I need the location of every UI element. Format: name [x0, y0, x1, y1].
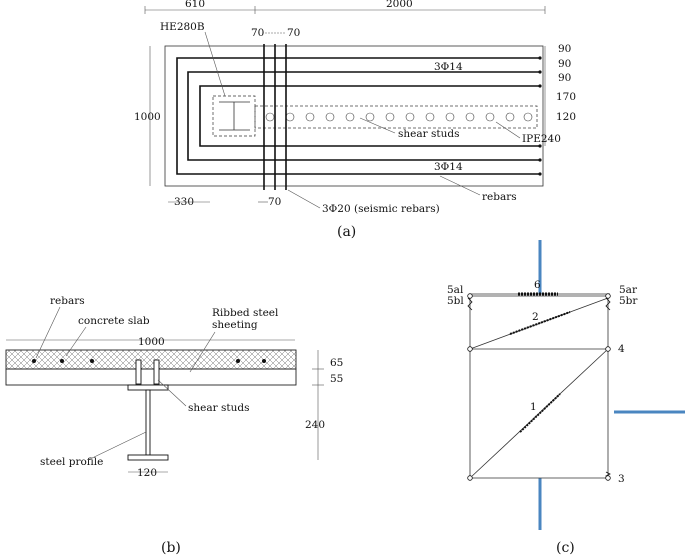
rebar-loop-inner [199, 85, 540, 147]
shear-studs-b-label: shear studs [188, 402, 249, 414]
rebar-end [538, 84, 542, 88]
sheeting-leader [189, 331, 216, 373]
node-5bl-label: 5bl [447, 295, 464, 307]
steel-profile-label: steel profile [40, 456, 103, 468]
rebar-loop-middle [187, 71, 540, 161]
caption-b: (b) [161, 540, 181, 556]
node-6-label: 6 [534, 279, 541, 291]
ipe240-leader [495, 121, 521, 139]
figure-a-plan: 610 2000 HE280B 70 [134, 0, 576, 240]
steel-profile-web [145, 389, 151, 456]
steel-profile-bottom-flange [127, 454, 169, 461]
slab-outline [164, 45, 544, 187]
sheeting-label-1: Ribbed steel [212, 307, 279, 319]
rebars-b-leader [35, 306, 61, 359]
rebar-end [538, 70, 542, 74]
sheeting-label-2: sheeting [212, 319, 258, 331]
node-5al-label: 5al [447, 284, 464, 296]
rebar-end [538, 144, 542, 148]
slab-rebars [32, 359, 266, 363]
rebars-a-label: rebars [482, 191, 517, 203]
rebar-loop-outer [176, 57, 540, 175]
concrete-slab [5, 349, 297, 370]
rebars-b-label: rebars [50, 295, 85, 307]
shear-stud-1 [135, 359, 142, 385]
rebar-end [538, 172, 542, 176]
rebar-bottom-label: 3Φ14 [434, 161, 463, 173]
shear-studs-leader [359, 117, 396, 134]
shear-studs-b-leader [157, 379, 187, 407]
dim-right-120: 120 [556, 111, 576, 123]
he280b-profile [219, 101, 250, 131]
node-5br-label: 5br [619, 295, 638, 307]
steel-profile-leader [87, 431, 147, 461]
nodes [467, 293, 611, 481]
node-5ar-label: 5ar [619, 284, 638, 296]
dim-1000-b-label: 1000 [138, 336, 165, 348]
he280b-leader [204, 31, 226, 97]
caption-a: (a) [337, 224, 356, 240]
ipe240-beam [254, 105, 538, 129]
dim-right-170: 170 [556, 91, 576, 103]
dim-240-label: 240 [305, 419, 325, 431]
concrete-slab-leader [65, 326, 87, 357]
node-3-label: 3 [618, 473, 625, 485]
dim-70-bottom-label: 70 [268, 196, 281, 208]
dim-55-label: 55 [330, 373, 343, 385]
diagonal-2-spring [509, 311, 571, 335]
dim-70-b-label: 70 [287, 27, 300, 39]
dim-610-label: 610 [185, 0, 205, 10]
rebars-a-leader [439, 175, 481, 196]
he280b-label: HE280B [160, 21, 205, 33]
dim-120-label: 120 [137, 467, 157, 479]
rebar-top-label: 3Φ14 [434, 61, 463, 73]
caption-c: (c) [556, 540, 575, 556]
ribbed-sheeting-zone [5, 368, 297, 386]
dim-right-90-2: 90 [558, 58, 571, 70]
concrete-slab-label: concrete slab [78, 315, 150, 327]
rebar-end [538, 56, 542, 60]
seismic-leader [287, 189, 321, 209]
shear-stud-2 [153, 359, 160, 385]
diagonal-1-spring [519, 393, 561, 433]
node-1-label: 1 [530, 401, 537, 413]
spring-5br [605, 297, 611, 311]
shear-studs-label: shear studs [398, 128, 459, 140]
dim-1000-label: 1000 [134, 111, 161, 123]
node-4-label: 4 [618, 343, 625, 355]
dim-70-a-label: 70 [251, 27, 264, 39]
spring-5bl [467, 297, 473, 311]
steel-profile-top-flange [127, 384, 169, 391]
dim-65-label: 65 [330, 357, 343, 369]
seismic-rebars-label: 3Φ20 (seismic rebars) [322, 203, 440, 215]
node-2-label: 2 [532, 311, 539, 323]
dim-right-90-3: 90 [558, 72, 571, 84]
rebar-end [538, 158, 542, 162]
figure-c-model: 6 5al 5bl 5ar 5br 2 4 1 3 (c) [447, 240, 685, 556]
diagonal-1 [469, 348, 609, 479]
dim-right-90-1: 90 [558, 43, 571, 55]
shear-stud-row [265, 112, 533, 122]
ipe240-label: IPE240 [522, 133, 561, 145]
figure-b-section: 1000 65 55 240 rebars concrete slab [5, 295, 343, 556]
dim-2000-label: 2000 [386, 0, 413, 10]
